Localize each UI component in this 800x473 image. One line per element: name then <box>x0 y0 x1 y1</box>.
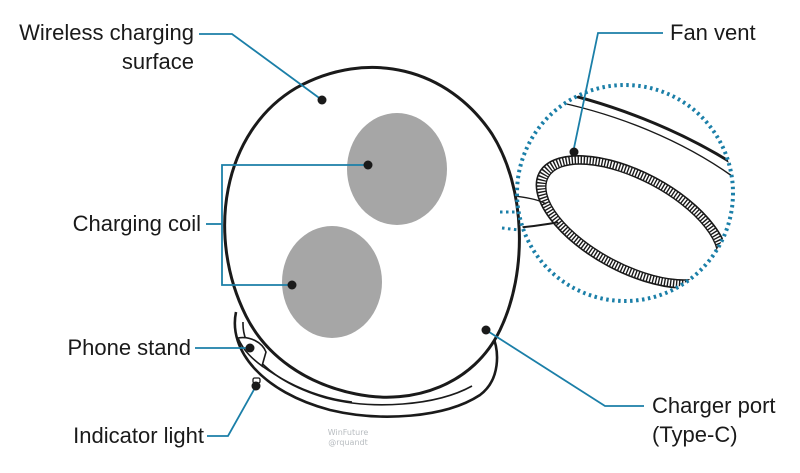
dot-indicator-light <box>251 381 261 391</box>
watermark-line2: @rquandt <box>328 438 368 447</box>
detail-connector-lower <box>501 226 520 232</box>
label-indicator-light: Indicator light <box>73 423 204 448</box>
label-charger-port-line2: (Type-C) <box>652 422 738 447</box>
leader-wireless-charging-surface <box>199 33 323 101</box>
fan-vent-detail-circle <box>515 83 735 303</box>
dot-fan-vent <box>569 147 579 157</box>
phone-stand-edge-line <box>261 365 353 403</box>
leader-charger-port <box>485 329 644 407</box>
label-phone-stand: Phone stand <box>67 335 191 360</box>
charging-coil-upper <box>347 113 447 225</box>
dot-wireless-charging-surface <box>317 95 327 105</box>
watermark-line1: WinFuture <box>327 428 369 437</box>
charging-coil-lower <box>282 226 382 338</box>
label-wireless-charging-surface-line1: Wireless charging <box>19 20 194 45</box>
dot-phone-stand <box>245 343 255 353</box>
label-charging-coil: Charging coil <box>72 211 201 236</box>
charging-pad-body <box>223 66 521 399</box>
leader-fan-vent <box>573 32 663 149</box>
label-fan-vent: Fan vent <box>670 20 756 45</box>
leader-charging-coil <box>221 164 368 286</box>
dot-charger-port <box>481 325 491 335</box>
dot-charging-coil-upper <box>363 160 373 170</box>
label-wireless-charging-surface-line2: surface <box>121 49 194 74</box>
dot-charging-coil-lower <box>287 280 297 290</box>
label-charger-port-line1: Charger port <box>652 393 776 418</box>
leader-indicator-light <box>207 385 257 437</box>
fan-vent-detail <box>517 86 733 289</box>
